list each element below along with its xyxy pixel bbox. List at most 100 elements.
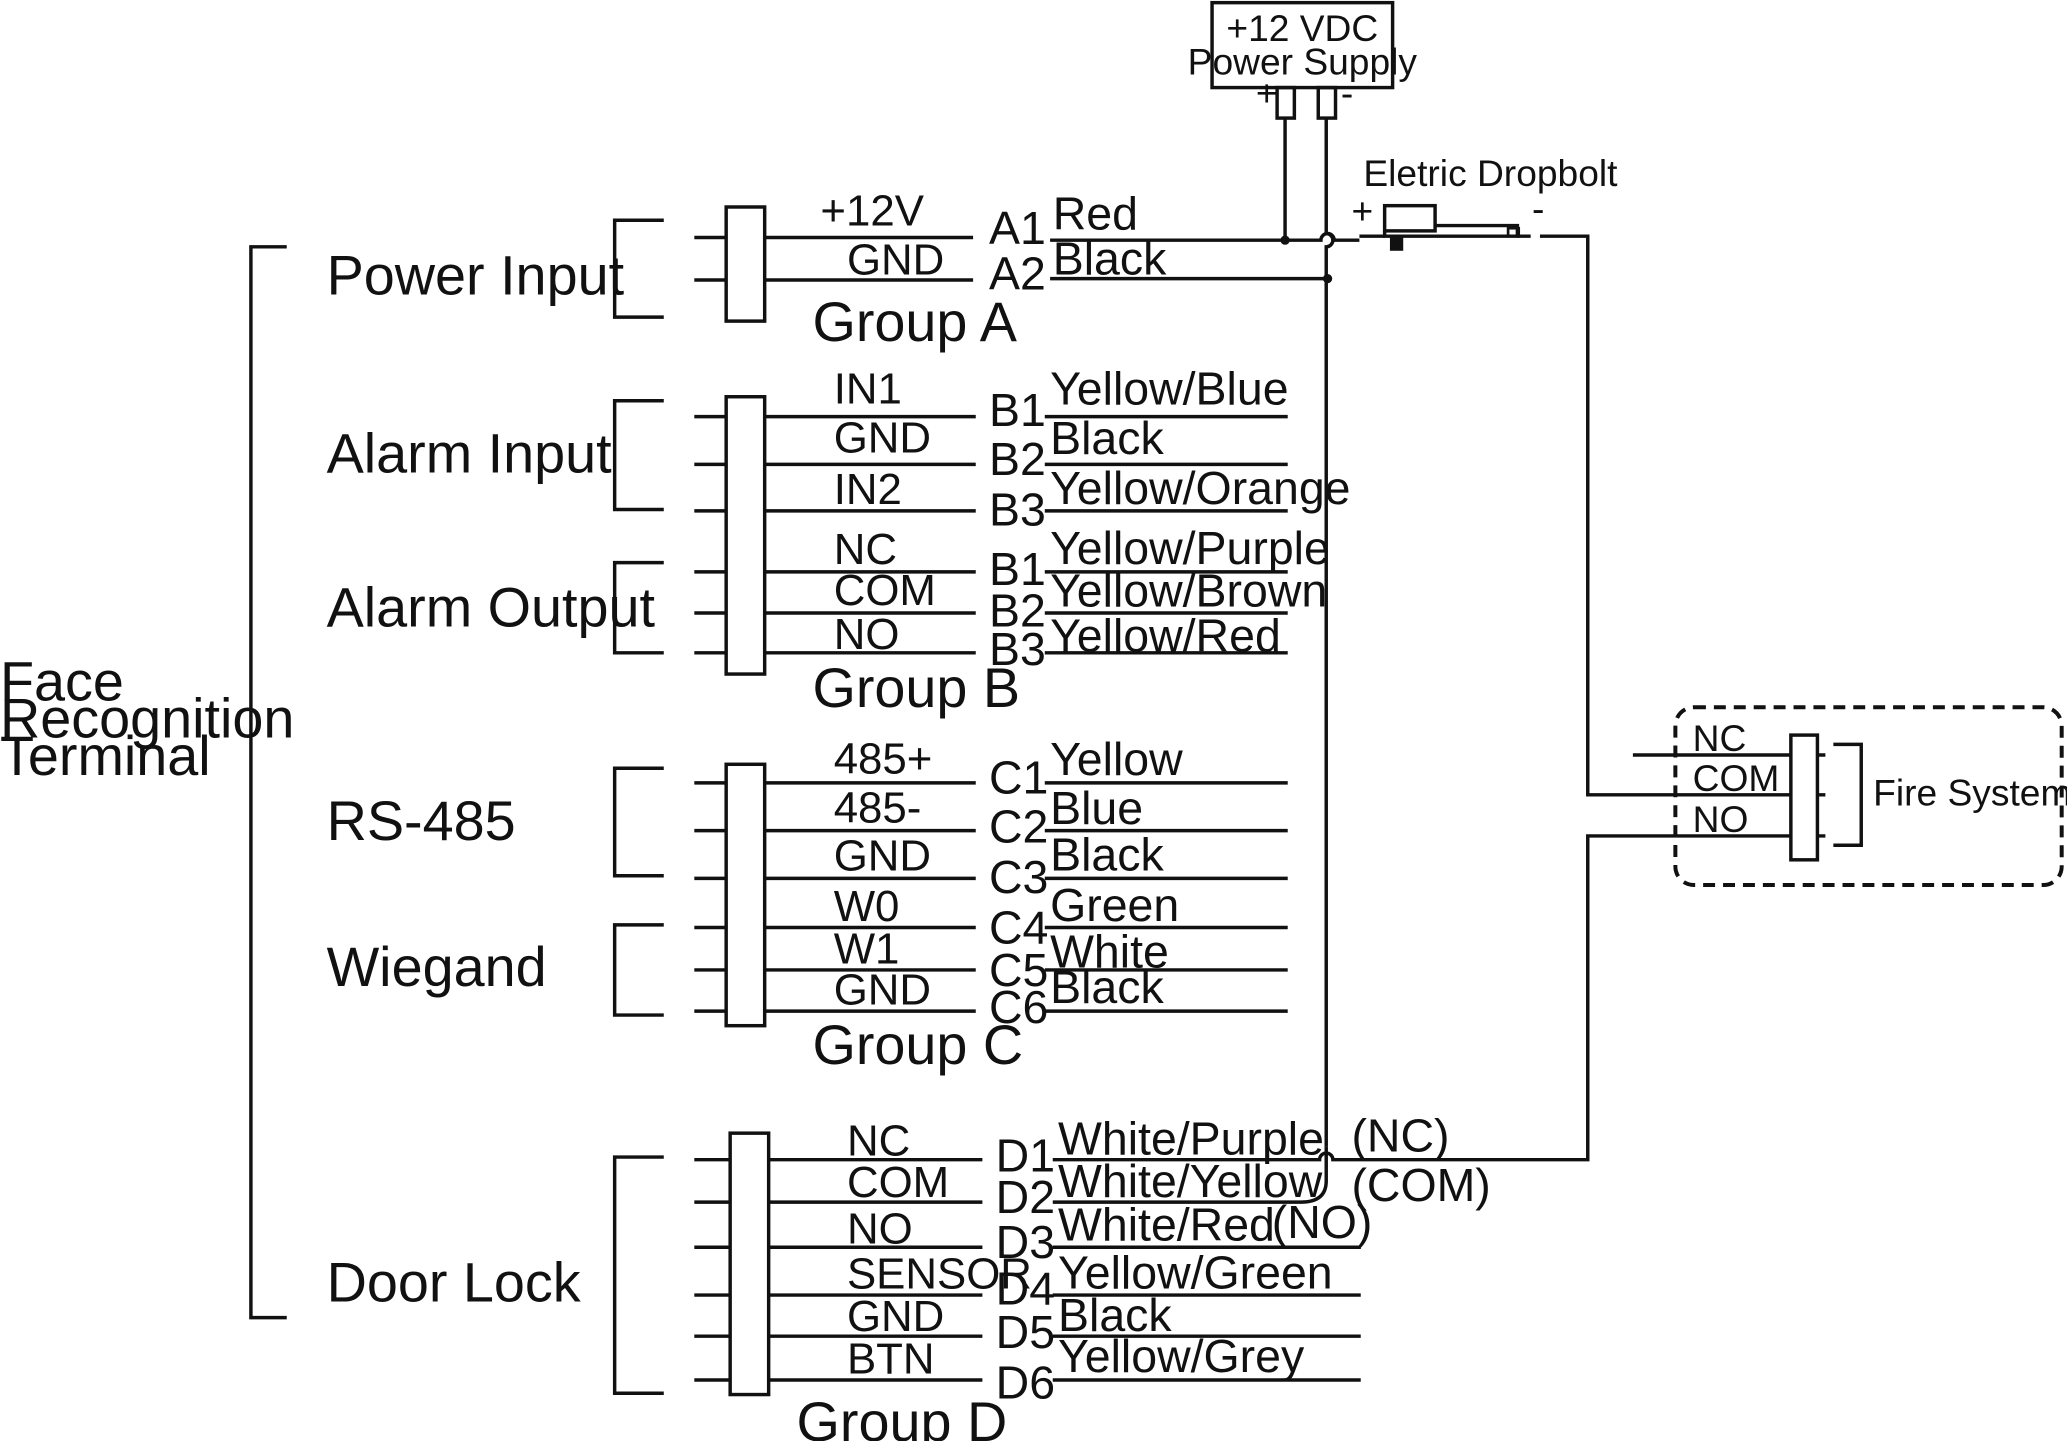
- pin-id: D2: [996, 1171, 1055, 1223]
- group-c: 485+ 485- GND W0 W1 GND C1 C2 C3 C4 C5 C…: [812, 733, 1183, 1076]
- pin-id: D4: [996, 1262, 1055, 1314]
- signal-label: NO: [834, 610, 900, 659]
- power-supply-box: [1210, 0, 1395, 90]
- fire-system-no: NO: [1693, 798, 1749, 840]
- signal-label: IN1: [834, 364, 902, 413]
- signal-label: W1: [834, 924, 900, 973]
- pin-id: C3: [989, 851, 1048, 903]
- signal-label: NC: [834, 525, 897, 574]
- power-supply-line-2: Power Supply: [1188, 40, 1418, 82]
- device-label-line-3: Terminal: [0, 725, 211, 787]
- group-title: Group D: [797, 1391, 1008, 1441]
- wire-colour: White/Purple: [1058, 1112, 1324, 1164]
- bracket-rs485: [612, 766, 664, 878]
- bracket-power-input: [612, 218, 664, 319]
- wire-colour: Blue: [1050, 782, 1143, 834]
- signal-label: IN2: [834, 465, 902, 514]
- annotation-nc: (NC): [1351, 1110, 1449, 1162]
- section-wiegand: Wiegand: [327, 936, 547, 998]
- pin-id: B1: [989, 384, 1046, 436]
- signal-label: GND: [847, 236, 944, 285]
- pin-id: B2: [989, 584, 1046, 636]
- pin-id: C5: [989, 944, 1048, 996]
- power-supply: +12 VDC Power Supply + -: [1188, 0, 1418, 120]
- pin-id: C2: [989, 801, 1048, 853]
- wire-colour: Black: [1050, 828, 1164, 880]
- section-alarm-output: Alarm Output: [327, 576, 656, 638]
- power-supply-minus-sign: -: [1341, 72, 1353, 114]
- wire-colour: Red: [1053, 188, 1138, 240]
- connector-group-d: [728, 1131, 771, 1397]
- pin-id: C1: [989, 751, 1048, 803]
- group-d: NC COM NO SENSOR GND BTN D1 D2 D3 D4 D5 …: [797, 1112, 1333, 1441]
- wire-colour: White/Red: [1058, 1199, 1275, 1251]
- bracket-alarm-input: [612, 398, 664, 512]
- wire-colour: Green: [1050, 879, 1179, 931]
- bracket-door-lock: [612, 1155, 664, 1395]
- bracket-alarm-output: [612, 560, 664, 655]
- pin-id: B2: [989, 433, 1046, 485]
- section-power-input: Power Input: [327, 245, 625, 307]
- signal-wires: [764, 235, 983, 1382]
- signal-label: SENSOR: [847, 1249, 1032, 1298]
- wire-colour: Yellow/Purple: [1050, 522, 1330, 574]
- wire-colour: White: [1050, 925, 1169, 977]
- dropbolt-end: [1506, 226, 1521, 238]
- device-bracket: [249, 245, 287, 1320]
- signal-label: 485+: [834, 735, 933, 784]
- signal-label: W0: [834, 882, 900, 931]
- wire-colour: Yellow/Grey: [1058, 1330, 1305, 1382]
- pin-id: D1: [996, 1130, 1055, 1182]
- fire-system: NC COM NO Fire System: [1632, 705, 2067, 888]
- signal-label: NC: [847, 1117, 910, 1166]
- group-title: Group A: [812, 291, 1017, 353]
- fire-system-label: Fire System: [1873, 771, 2067, 813]
- wire-d1-white-purple: [1052, 834, 1676, 1162]
- annotation-com: (COM): [1351, 1159, 1490, 1211]
- wire-colour: Yellow/Green: [1058, 1246, 1333, 1298]
- fire-system-nc: NC: [1693, 717, 1747, 759]
- connector-group-a: [724, 205, 767, 323]
- pin-id: D6: [996, 1357, 1055, 1409]
- wire-colour: Black: [1050, 961, 1164, 1013]
- signal-label: +12V: [820, 187, 924, 236]
- group-title: Group C: [812, 1014, 1023, 1076]
- pin-id: B3: [989, 483, 1046, 535]
- fire-system-terminal-lines: [1632, 753, 1791, 838]
- section-rs485: RS-485: [327, 790, 516, 852]
- wire-colour: Black: [1058, 1289, 1172, 1341]
- dropbolt-label: Eletric Dropbolt: [1363, 152, 1618, 194]
- signal-label: GND: [834, 413, 931, 462]
- wire-colour: Yellow/Orange: [1050, 462, 1350, 514]
- junction-dot: [1280, 235, 1290, 245]
- pin-id: D3: [996, 1216, 1055, 1268]
- signal-label: GND: [847, 1292, 944, 1341]
- signal-label: GND: [834, 965, 931, 1014]
- power-supply-minus-terminal: [1316, 85, 1338, 120]
- annotation-no: (NO): [1272, 1196, 1373, 1248]
- wire-colour: Yellow/Brown: [1050, 564, 1327, 616]
- pin-id: C4: [989, 901, 1048, 953]
- device-label: Face Recognition Terminal: [0, 651, 294, 787]
- signal-label: BTN: [847, 1334, 935, 1383]
- wire-colour: Black: [1050, 412, 1164, 464]
- signal-label: GND: [834, 831, 931, 880]
- wire-colour: Yellow/Blue: [1050, 363, 1288, 415]
- dropbolt-minus-sign: -: [1532, 188, 1544, 230]
- fire-system-connector: [1789, 733, 1820, 862]
- power-supply-plus-terminal: [1275, 85, 1297, 120]
- wire-dropbolt-minus: [1539, 234, 1676, 797]
- signal-label: NO: [847, 1204, 913, 1253]
- power-supply-plus-sign: +: [1256, 72, 1278, 114]
- junction-dot: [1322, 274, 1333, 284]
- signal-label: COM: [834, 566, 936, 615]
- pin-id: B1: [989, 543, 1046, 595]
- section-door-lock: Door Lock: [327, 1252, 581, 1314]
- connector-group-b: [724, 395, 767, 676]
- signal-label: COM: [847, 1158, 949, 1207]
- section-alarm-input: Alarm Input: [327, 422, 613, 484]
- dropbolt-body: [1382, 203, 1437, 233]
- wire-supply-minus: [1324, 118, 1335, 1147]
- signal-label: 485-: [834, 784, 922, 833]
- connector-group-c: [724, 762, 767, 1028]
